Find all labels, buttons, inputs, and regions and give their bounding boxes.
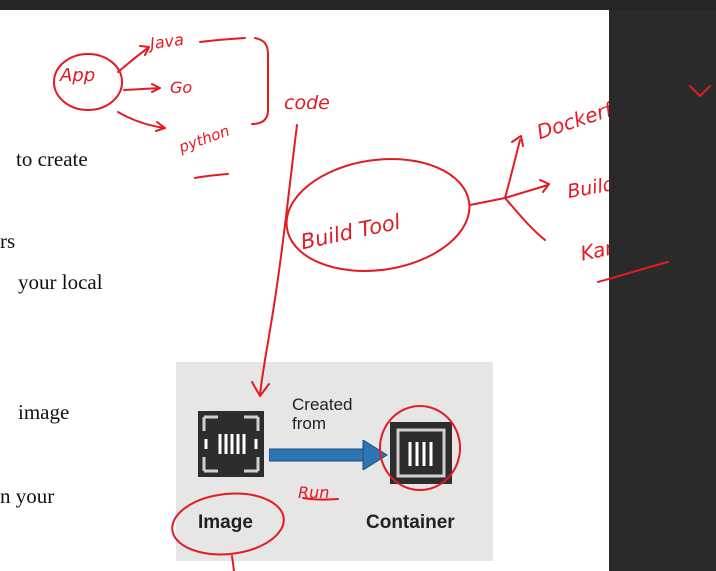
annotation-app: App [60,65,96,86]
app-circle [53,53,123,111]
languages-bracket [251,37,269,125]
run-underline [302,497,339,501]
text-line-your-local: your local [18,270,103,294]
annotation-go: Go [170,78,193,97]
app-to-go-arrow [123,83,161,93]
created-from-arrow [269,440,388,470]
dockerfile-check-mark [689,85,711,97]
annotation-code: code [284,92,330,114]
image-label: Image [198,512,253,533]
code-to-image-arrowhead [251,381,270,397]
code-to-image-line [259,124,298,396]
text-line-rs: rs [0,229,16,253]
arrow-label: Created from [292,395,352,433]
arrow-label-line2: from [292,414,326,433]
container-icon [390,422,452,484]
to-kaniko-line [504,197,546,241]
container-icon-circle [379,405,461,491]
image-down-stroke [231,555,235,571]
app-to-java-arrow [117,45,150,73]
document-page: to create rs your local image n your Cre… [0,10,609,571]
text-line-image: image [18,400,70,424]
app-to-python-arrow [117,111,166,132]
build-tool-oval [285,158,471,272]
kaniko-underline [597,261,669,283]
window-top-bar [0,0,716,10]
image-label-circle [171,492,285,556]
text-line-n-your: n your [0,484,55,508]
text-line-to-create: to create [16,147,88,171]
image-to-container-figure: Created from Image Container [176,362,493,561]
container-label: Container [366,512,455,533]
python-underline [194,173,229,179]
java-underline [199,37,246,43]
image-icon [198,411,264,477]
dark-side-panel [609,10,716,571]
to-buildah-arrow [504,179,550,199]
arrow-label-line1: Created [292,395,353,414]
annotation-run: Run [298,483,330,502]
